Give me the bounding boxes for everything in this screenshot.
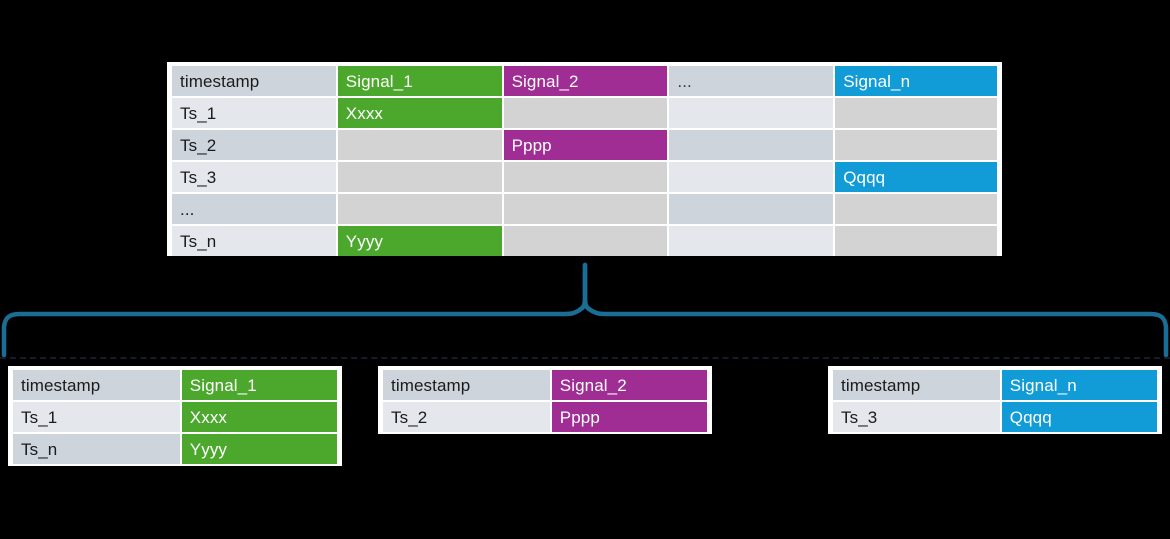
table-header-row: timestamp Signal_2 xyxy=(383,370,707,400)
cell-signal-1 xyxy=(337,194,502,224)
cell-signal-n xyxy=(835,194,997,224)
table-row: Ts_3 Qqqq xyxy=(172,162,997,192)
table-header-row: timestamp Signal_1 xyxy=(13,370,337,400)
cell-signal-2 xyxy=(503,194,668,224)
table-header-row: timestamp Signal_n xyxy=(833,370,1157,400)
table-row: Ts_n Yyyy xyxy=(172,226,997,256)
table-row: Ts_n Yyyy xyxy=(13,434,337,464)
split-table-signal-2: timestamp Signal_2 Ts_2 Pppp xyxy=(378,366,712,434)
header-timestamp: timestamp xyxy=(13,370,180,400)
brace-right-arm xyxy=(582,262,1169,358)
cell-value: Pppp xyxy=(551,402,707,432)
cell-timestamp: Ts_n xyxy=(172,226,336,256)
cell-signal-1 xyxy=(337,130,502,160)
dashed-separator xyxy=(0,357,1170,359)
split-brace-connector xyxy=(1,262,1169,358)
cell-signal-2 xyxy=(503,98,668,128)
cell-value: Qqqq xyxy=(1001,402,1157,432)
table-row: Ts_2 Pppp xyxy=(383,402,707,432)
cell-signal-1: Yyyy xyxy=(337,226,502,256)
split-table-signal-1: timestamp Signal_1 Ts_1 Xxxx Ts_n Yyyy xyxy=(8,366,342,466)
split-table-signal-n: timestamp Signal_n Ts_3 Qqqq xyxy=(828,366,1162,434)
cell-signal-2: Pppp xyxy=(503,130,668,160)
cell-ellipsis xyxy=(669,130,834,160)
cell-signal-n xyxy=(835,130,997,160)
cell-timestamp: Ts_3 xyxy=(172,162,336,192)
cell-signal-1 xyxy=(337,162,502,192)
cell-timestamp: Ts_3 xyxy=(833,402,1000,432)
header-timestamp: timestamp xyxy=(383,370,550,400)
cell-ellipsis xyxy=(669,226,834,256)
cell-ellipsis xyxy=(669,98,834,128)
cell-value: Xxxx xyxy=(181,402,337,432)
header-signal: Signal_2 xyxy=(551,370,707,400)
header-timestamp: timestamp xyxy=(833,370,1000,400)
header-timestamp: timestamp xyxy=(172,66,336,96)
cell-signal-n xyxy=(835,226,997,256)
cell-signal-2 xyxy=(503,162,668,192)
cell-timestamp: Ts_1 xyxy=(172,98,336,128)
brace-left-arm xyxy=(1,262,588,358)
cell-signal-n: Qqqq xyxy=(835,162,997,192)
main-signal-table: timestamp Signal_1 Signal_2 ... Signal_n… xyxy=(167,62,1002,256)
cell-value: Yyyy xyxy=(181,434,337,464)
table-row-ellipsis: ... xyxy=(172,194,997,224)
cell-ellipsis xyxy=(669,162,834,192)
header-signal: Signal_n xyxy=(1001,370,1157,400)
cell-timestamp: Ts_n xyxy=(13,434,180,464)
table-row: Ts_1 Xxxx xyxy=(172,98,997,128)
header-signal-1: Signal_1 xyxy=(337,66,502,96)
table-row: Ts_2 Pppp xyxy=(172,130,997,160)
header-signal: Signal_1 xyxy=(181,370,337,400)
table-row: Ts_3 Qqqq xyxy=(833,402,1157,432)
header-ellipsis: ... xyxy=(669,66,834,96)
cell-ellipsis xyxy=(669,194,834,224)
header-signal-n: Signal_n xyxy=(835,66,997,96)
cell-timestamp: ... xyxy=(172,194,336,224)
cell-signal-n xyxy=(835,98,997,128)
cell-signal-1: Xxxx xyxy=(337,98,502,128)
table-header-row: timestamp Signal_1 Signal_2 ... Signal_n xyxy=(172,66,997,96)
cell-timestamp: Ts_2 xyxy=(383,402,550,432)
cell-timestamp: Ts_1 xyxy=(13,402,180,432)
cell-signal-2 xyxy=(503,226,668,256)
header-signal-2: Signal_2 xyxy=(503,66,668,96)
table-row: Ts_1 Xxxx xyxy=(13,402,337,432)
cell-timestamp: Ts_2 xyxy=(172,130,336,160)
